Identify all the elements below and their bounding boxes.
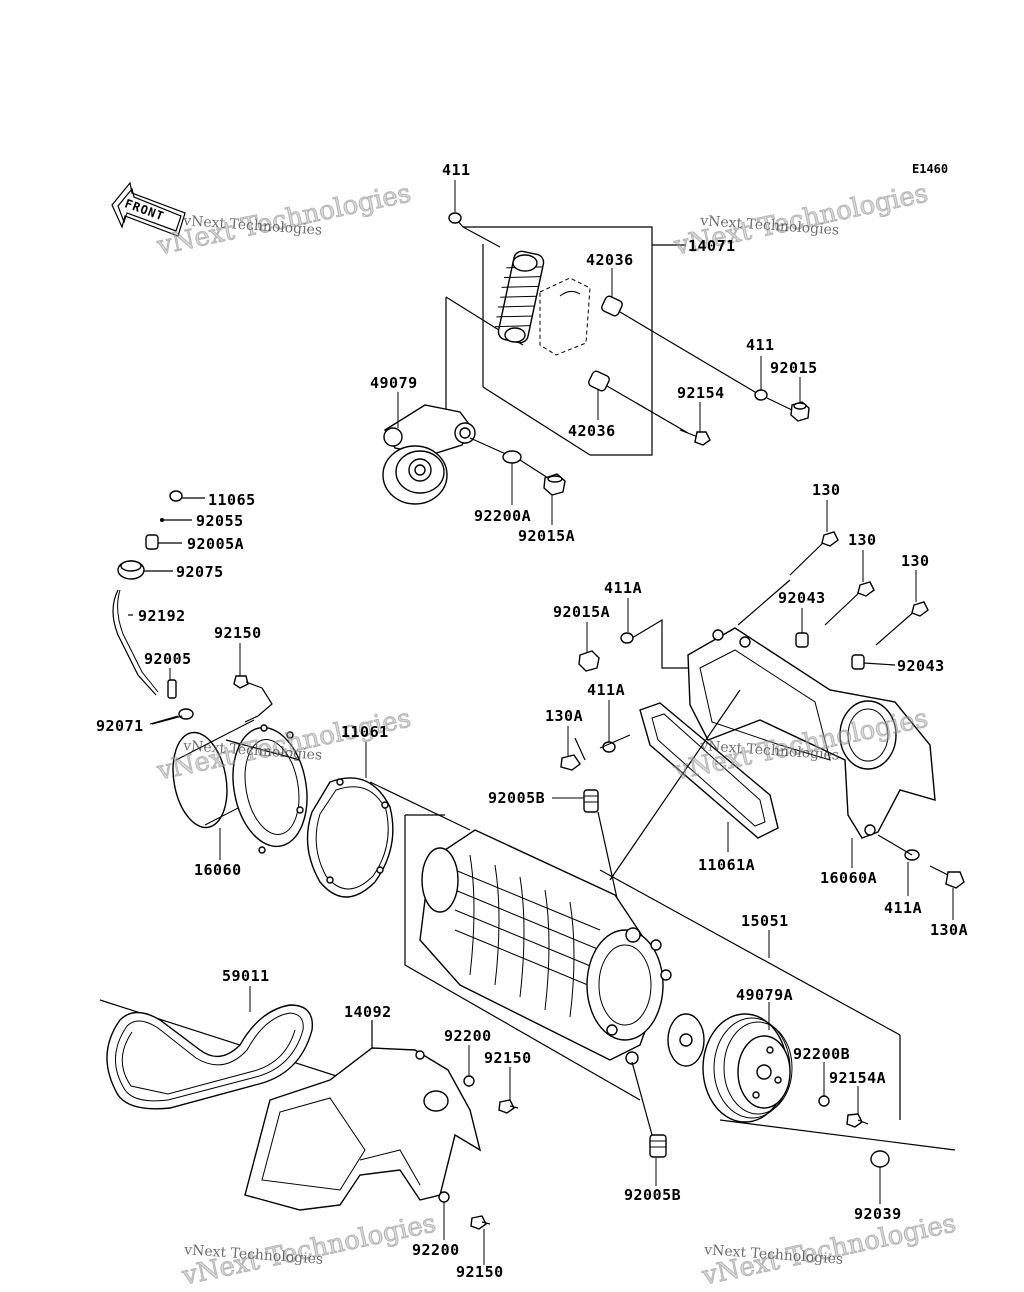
callout-92200A: 92200A bbox=[474, 507, 532, 525]
callout-49079A: 49079A bbox=[736, 986, 794, 1004]
fitting-92005B-bottom bbox=[649, 1134, 667, 1158]
collar-42036-top bbox=[601, 295, 623, 317]
bolt-130A-right bbox=[929, 865, 965, 889]
nut-92015 bbox=[790, 401, 810, 422]
bracket-outline bbox=[539, 277, 591, 356]
callout-411A-1: 411A bbox=[604, 579, 643, 597]
callout-16060A: 16060A bbox=[820, 869, 878, 887]
callout-11061: 11061 bbox=[341, 723, 389, 741]
callout-42036-top: 42036 bbox=[586, 251, 634, 269]
callout-411-top: 411 bbox=[442, 161, 471, 179]
callout-92071: 92071 bbox=[96, 717, 144, 735]
shock-spring bbox=[495, 250, 545, 344]
callout-92200B: 92200B bbox=[793, 1045, 851, 1063]
callout-92005A: 92005A bbox=[187, 535, 245, 553]
leader-lines bbox=[149, 180, 954, 1265]
fitting-92005B-top bbox=[583, 789, 599, 813]
callout-92043-right: 92043 bbox=[897, 657, 945, 675]
belt-59011 bbox=[106, 1004, 314, 1110]
callout-92005B-top: 92005B bbox=[488, 789, 546, 807]
callout-92150-left: 92150 bbox=[214, 624, 262, 642]
washer-411-top bbox=[448, 212, 462, 224]
bolt-92150-bottom bbox=[470, 1215, 491, 1230]
callout-92015: 92015 bbox=[770, 359, 818, 377]
bolt-130A-left bbox=[560, 737, 586, 771]
callout-92154: 92154 bbox=[677, 384, 725, 402]
callout-14092: 14092 bbox=[344, 1003, 392, 1021]
figure-code: E1460 bbox=[912, 162, 949, 176]
callout-92039: 92039 bbox=[854, 1205, 902, 1223]
callout-92075: 92075 bbox=[176, 563, 224, 581]
bolts-130 bbox=[789, 531, 929, 646]
callout-92043-top: 92043 bbox=[778, 589, 826, 607]
callout-92005: 92005 bbox=[144, 650, 192, 668]
left-hose-parts bbox=[112, 490, 273, 725]
tensioner-group bbox=[382, 212, 810, 505]
callout-92200-mid: 92200 bbox=[444, 1027, 492, 1045]
supercharger-15051 bbox=[419, 829, 705, 1067]
bolt-92154A bbox=[846, 1113, 869, 1128]
nut-92015A-top bbox=[543, 473, 566, 496]
callout-92192: 92192 bbox=[138, 607, 186, 625]
callout-59011: 59011 bbox=[222, 967, 270, 985]
callout-92055: 92055 bbox=[196, 512, 244, 530]
callout-16060: 16060 bbox=[194, 861, 242, 879]
callout-92154A: 92154A bbox=[829, 1069, 887, 1087]
gasket-11061 bbox=[306, 777, 394, 898]
callout-14071: 14071 bbox=[688, 237, 736, 255]
callout-92005B-bottom: 92005B bbox=[624, 1186, 682, 1204]
callout-49079: 49079 bbox=[370, 374, 418, 392]
front-arrow-icon bbox=[111, 181, 186, 237]
tensioner-pulley bbox=[382, 404, 476, 505]
callout-92015A-mid: 92015A bbox=[553, 603, 611, 621]
callout-130A-right: 130A bbox=[930, 921, 969, 939]
callout-92150-mid: 92150 bbox=[484, 1049, 532, 1067]
callout-92015A-top: 92015A bbox=[518, 527, 576, 545]
callout-11065: 11065 bbox=[208, 491, 256, 509]
bolt-92154 bbox=[679, 429, 711, 446]
callout-42036-bottom: 42036 bbox=[568, 422, 616, 440]
collar-42036-bottom bbox=[588, 370, 610, 392]
duct-16060 bbox=[172, 719, 308, 854]
intake-housing-16060A bbox=[687, 627, 936, 839]
gasket-11061A bbox=[639, 702, 779, 839]
bolt-92150-left bbox=[233, 675, 263, 689]
callout-130A-left: 130A bbox=[545, 707, 584, 725]
pulley-49079A bbox=[702, 1013, 793, 1123]
callout-92150-bottom: 92150 bbox=[456, 1263, 504, 1281]
nut-92015A-mid bbox=[578, 650, 600, 672]
collars-92043 bbox=[795, 632, 896, 670]
cover-14092 bbox=[244, 1047, 482, 1211]
callout-92200-bottom: 92200 bbox=[412, 1241, 460, 1259]
callout-15051: 15051 bbox=[741, 912, 789, 930]
callout-11061A: 11061A bbox=[698, 856, 756, 874]
bolt-92150-mid bbox=[498, 1099, 519, 1114]
callout-411A-2: 411A bbox=[587, 681, 626, 699]
callout-130-1: 130 bbox=[812, 481, 841, 499]
callout-130-3: 130 bbox=[901, 552, 930, 570]
callout-130-2: 130 bbox=[848, 531, 877, 549]
callout-411-right: 411 bbox=[746, 336, 775, 354]
callout-411A-3: 411A bbox=[884, 899, 923, 917]
